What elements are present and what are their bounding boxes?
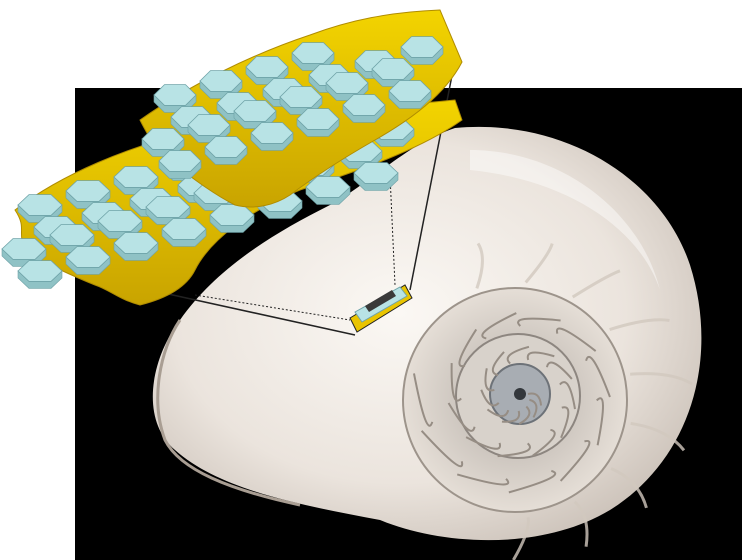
spiral-chambers: [403, 288, 627, 512]
spiral-core: [514, 388, 526, 400]
